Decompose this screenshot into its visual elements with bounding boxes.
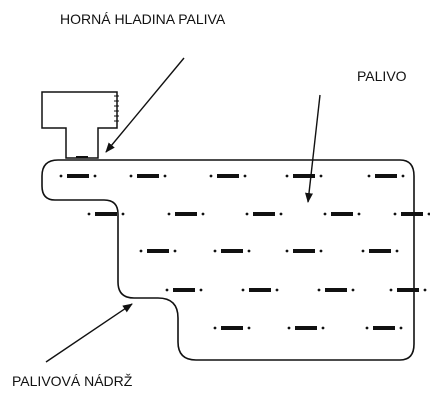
fuel-molecule xyxy=(317,288,355,292)
filler-cap xyxy=(41,91,119,159)
arrow-fuel-tank xyxy=(45,303,133,363)
label-top-fuel-level: HORNÁ HLADINA PALIVA xyxy=(60,11,226,27)
tank-outline xyxy=(41,159,415,361)
fuel-molecule xyxy=(389,288,427,292)
fuel-molecule xyxy=(139,249,177,253)
fuel-molecule xyxy=(129,174,167,178)
fuel-molecule xyxy=(241,288,279,292)
fuel-molecule xyxy=(167,212,205,216)
fuel-molecule xyxy=(213,326,251,330)
fuel-molecule xyxy=(365,326,403,330)
fuel-molecule xyxy=(287,326,325,330)
fuel-molecules xyxy=(59,174,430,330)
fuel-molecule xyxy=(245,212,283,216)
fuel-molecule xyxy=(323,212,361,216)
fuel-molecule xyxy=(87,212,125,216)
arrow-fuel xyxy=(305,94,321,203)
fuel-molecule xyxy=(361,249,399,253)
fuel-molecule xyxy=(165,288,203,292)
fuel-molecule xyxy=(213,249,251,253)
fuel-molecule xyxy=(285,174,323,178)
fuel-molecule xyxy=(285,249,323,253)
arrow-top-fuel-level xyxy=(105,57,185,153)
label-fuel: PALIVO xyxy=(357,68,407,84)
fuel-molecule xyxy=(393,212,430,216)
fuel-molecule xyxy=(59,174,97,178)
fuel-molecule xyxy=(367,174,405,178)
label-fuel-tank: PALIVOVÁ NÁDRŽ xyxy=(12,373,133,389)
fuel-molecule xyxy=(209,174,247,178)
